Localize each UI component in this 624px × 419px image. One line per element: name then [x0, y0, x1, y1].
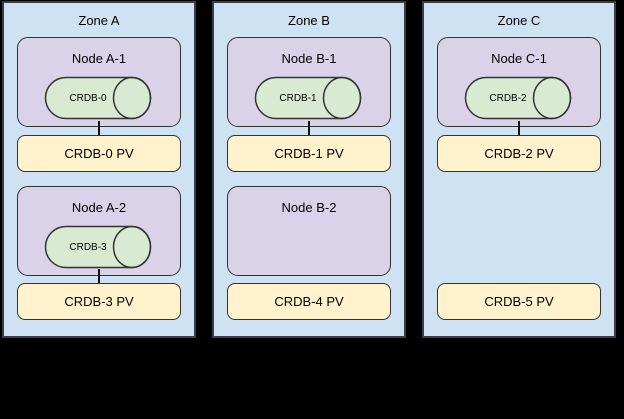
node-a-2: Node A-2 CRDB-3 [17, 186, 181, 276]
node-b-2-title: Node B-2 [281, 200, 337, 215]
connector-crdb-2-to-pv [518, 121, 520, 136]
crdb-1-pod-cylinder-icon: CRDB-1 [254, 76, 362, 120]
zone-c: Zone C Node C-1 CRDB-2 CRDB-2 PV CRDB-5 … [422, 1, 616, 338]
connector-crdb-1-to-pv [308, 121, 310, 136]
zone-a: Zone A Node A-1 CRDB-0 CRDB-0 PV Node A-… [2, 1, 196, 338]
crdb-5-pv-label: CRDB-5 PV [484, 294, 554, 309]
crdb-5-pv: CRDB-5 PV [437, 283, 601, 320]
crdb-4-pv: CRDB-4 PV [227, 283, 391, 320]
node-b-1: Node B-1 CRDB-1 [227, 37, 391, 127]
crdb-2-pv-label: CRDB-2 PV [484, 146, 554, 161]
zone-b-title: Zone B [288, 13, 330, 28]
node-c-1: Node C-1 CRDB-2 [437, 37, 601, 127]
connector-crdb-0-to-pv [98, 121, 100, 136]
crdb-0-pv-label: CRDB-0 PV [64, 146, 134, 161]
node-a-1: Node A-1 CRDB-0 [17, 37, 181, 127]
crdb-3-pod-label: CRDB-3 [69, 241, 107, 253]
crdb-2-pod-label: CRDB-2 [489, 92, 527, 104]
crdb-3-pod-cylinder-icon: CRDB-3 [44, 225, 152, 269]
zone-a-title: Zone A [78, 13, 120, 28]
crdb-4-pv-label: CRDB-4 PV [274, 294, 344, 309]
crdb-1-pv: CRDB-1 PV [227, 135, 391, 172]
crdb-0-pv: CRDB-0 PV [17, 135, 181, 172]
crdb-3-pv: CRDB-3 PV [17, 283, 181, 320]
zone-b: Zone B Node B-1 CRDB-1 CRDB-1 PV Node B-… [212, 1, 406, 338]
node-c-1-title: Node C-1 [491, 51, 547, 66]
node-a-1-title: Node A-1 [71, 51, 127, 66]
node-b-1-title: Node B-1 [281, 51, 337, 66]
crdb-2-pv: CRDB-2 PV [437, 135, 601, 172]
crdb-3-pv-label: CRDB-3 PV [64, 294, 134, 309]
crdb-0-pod-cylinder-icon: CRDB-0 [44, 76, 152, 120]
connector-crdb-3-to-pv [98, 269, 100, 284]
crdb-1-pod-label: CRDB-1 [279, 92, 317, 104]
node-b-2: Node B-2 [227, 186, 391, 276]
crdb-0-pod-label: CRDB-0 [69, 92, 107, 104]
crdb-2-pod-cylinder-icon: CRDB-2 [464, 76, 572, 120]
node-a-2-title: Node A-2 [71, 200, 127, 215]
zone-c-title: Zone C [497, 13, 541, 28]
crdb-1-pv-label: CRDB-1 PV [274, 146, 344, 161]
